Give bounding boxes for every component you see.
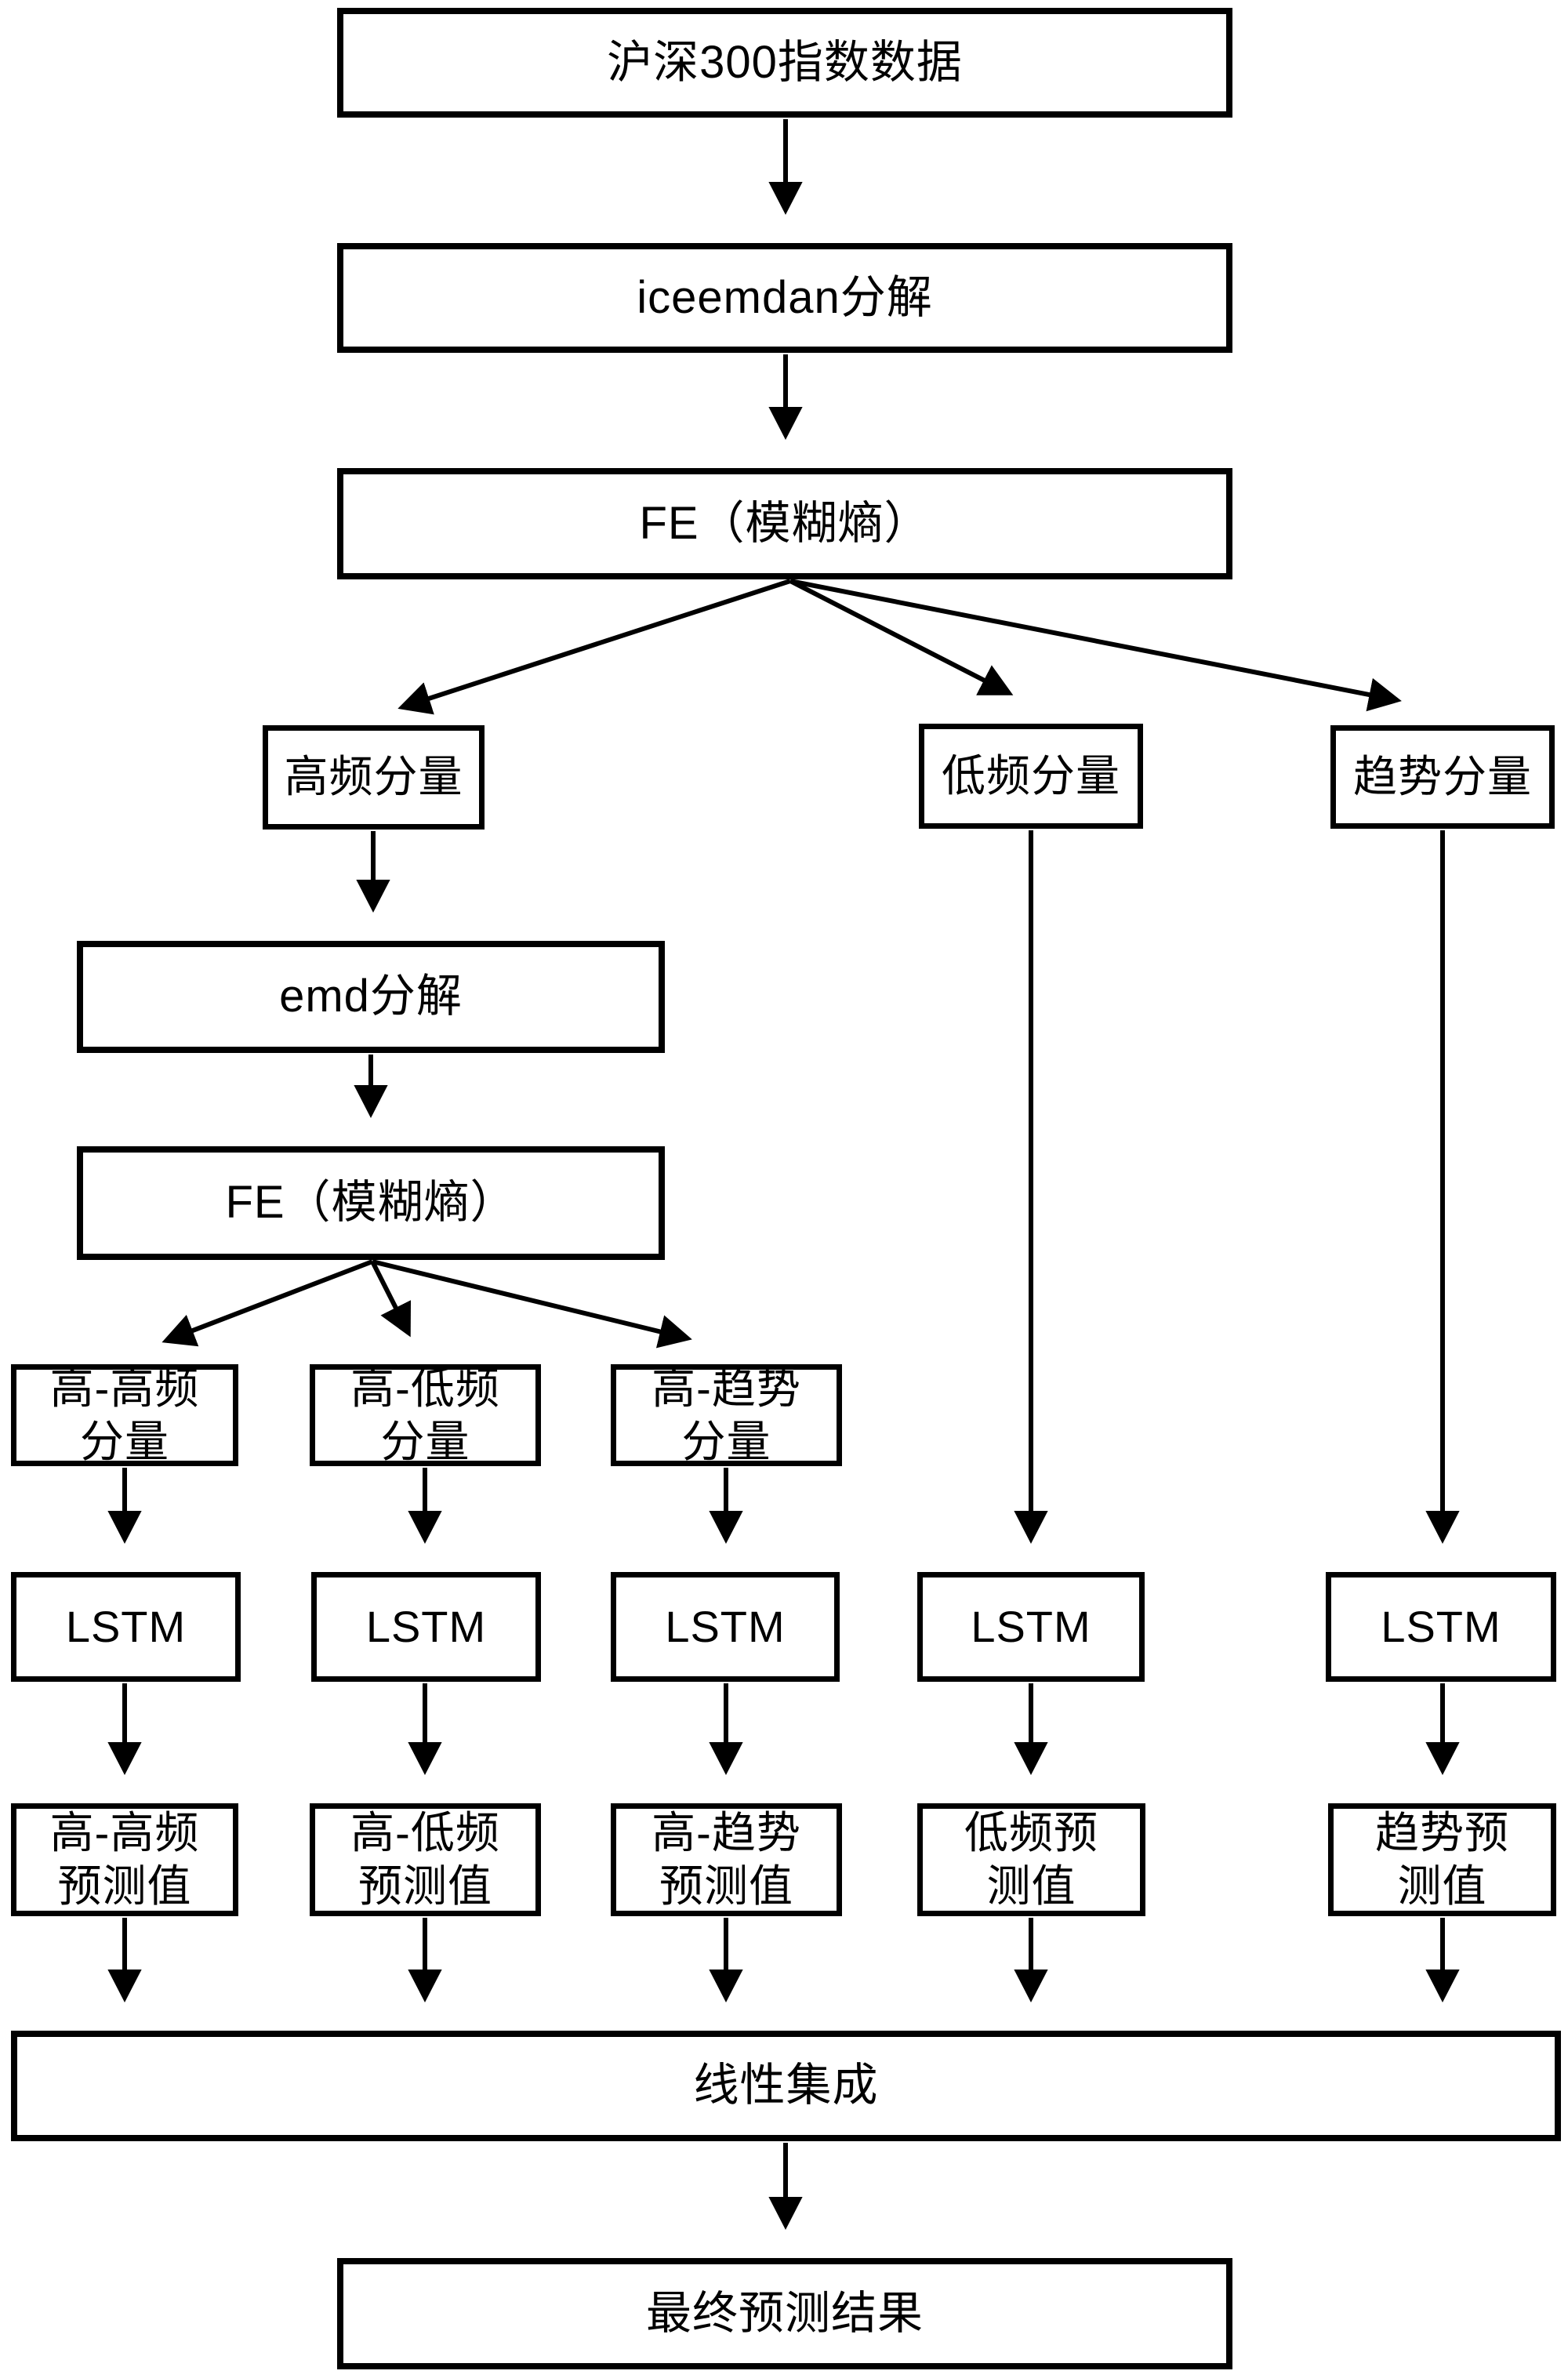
node-trend-prediction: 趋势预 测值: [1328, 1803, 1556, 1916]
node-lstm-3: LSTM: [611, 1572, 840, 1682]
node-low-frequency-component: 低频分量: [919, 724, 1143, 829]
node-fuzzy-entropy-1: FE（模糊熵）: [337, 468, 1232, 579]
node-iceemdan-decomposition: iceemdan分解: [337, 243, 1232, 353]
node-high-low-frequency-component: 高-低频 分量: [310, 1363, 541, 1466]
node-final-prediction-result: 最终预测结果: [337, 2258, 1232, 2369]
arrow-fe1-to-trend: [789, 579, 1402, 712]
node-emd-decomposition: emd分解: [77, 941, 665, 1053]
arrow-fe1-to-high-freq: [397, 579, 791, 715]
node-lstm-5: LSTM: [1326, 1572, 1556, 1682]
node-trend-component: 趋势分量: [1330, 725, 1555, 829]
node-csi300-index-data: 沪深300指数数据: [337, 8, 1232, 118]
node-lstm-1: LSTM: [11, 1572, 241, 1682]
node-lstm-2: LSTM: [311, 1572, 541, 1682]
arrow-fe2-to-high-trend: [372, 1259, 692, 1349]
arrow-fe2-to-high-high: [162, 1259, 374, 1347]
arrow-fe1-to-low-freq: [789, 579, 1014, 695]
node-high-low-frequency-prediction: 高-低频 预测值: [310, 1803, 541, 1916]
node-high-high-frequency-prediction: 高-高频 预测值: [11, 1803, 238, 1916]
node-low-frequency-prediction: 低频预 测值: [917, 1803, 1145, 1916]
node-lstm-4: LSTM: [917, 1572, 1145, 1682]
node-high-frequency-component: 高频分量: [263, 725, 485, 830]
node-fuzzy-entropy-2: FE（模糊熵）: [77, 1146, 665, 1260]
node-linear-ensemble: 线性集成: [11, 2031, 1561, 2141]
node-high-trend-prediction: 高-趋势 预测值: [611, 1803, 842, 1916]
node-high-trend-component: 高-趋势 分量: [611, 1363, 842, 1466]
node-high-high-frequency-component: 高-高频 分量: [11, 1363, 238, 1466]
arrow-fe2-to-high-low: [370, 1260, 412, 1338]
